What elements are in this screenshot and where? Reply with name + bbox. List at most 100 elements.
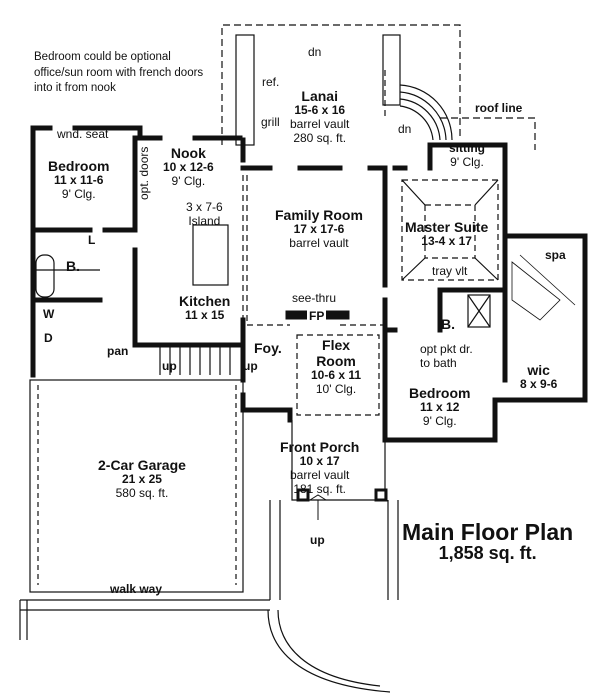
shower: [467, 294, 491, 328]
roof-line: [440, 117, 536, 150]
label-ref: ref.: [262, 75, 280, 89]
island-label: Island: [188, 213, 221, 228]
room-name: Flex: [322, 337, 351, 353]
room-size: 13-4 x 17: [421, 234, 472, 249]
room-area: 580 sq. ft.: [115, 485, 169, 500]
room-detail: 9' Clg.: [450, 154, 484, 169]
porch-walls: [269, 500, 399, 600]
room-name: Family Room: [275, 207, 363, 223]
room-name: 2-Car Garage: [98, 457, 186, 473]
room-nook: Nook 10 x 12-6 9' Clg.: [163, 145, 214, 189]
label-dn-stair: dn: [398, 122, 412, 136]
room-bedroom-left: Bedroom 11 x 11-6 9' Clg.: [48, 158, 109, 202]
label-pantry: pan: [107, 344, 129, 358]
label-bath-left: B.: [66, 258, 80, 274]
column: [382, 34, 401, 106]
flex-ceiling: [296, 334, 380, 416]
room-name: Master Suite: [405, 219, 489, 235]
room-size: 11 x 12: [420, 400, 460, 415]
room-size: 17 x 17-6: [293, 222, 345, 237]
room-size: 11 x 15: [184, 308, 225, 323]
bath-lines: [34, 269, 100, 301]
label-tray-vault: tray vlt: [432, 264, 468, 278]
label-fireplace: FP: [307, 309, 327, 324]
label-washer: W: [43, 307, 55, 321]
room-name: Bedroom: [409, 385, 471, 401]
label-opt-doors: opt. doors: [137, 146, 151, 200]
label-up-foyer: up: [243, 359, 258, 373]
lanai-outline: [221, 24, 461, 145]
note-pocket-door: opt pkt dr. to bath: [420, 342, 473, 371]
island-size: 3 x 7-6: [186, 200, 223, 214]
room-size: 10 x 12-6: [163, 160, 214, 175]
room-wic: wic 8 x 9-6: [520, 362, 557, 392]
room-lanai: Lanai 15-6 x 16 barrel vault 280 sq. ft.: [290, 88, 349, 145]
porch-column: [374, 488, 388, 502]
label-see-thru: see-thru: [292, 291, 337, 305]
note-line: opt pkt dr.: [420, 342, 473, 356]
label-foyer: Foy.: [254, 340, 282, 356]
room-name: Front Porch: [280, 439, 360, 455]
up-arrow-icon: [309, 494, 327, 520]
room-flex: Flex Room 10-6 x 11 10' Clg.: [311, 337, 361, 397]
label-linen: L: [88, 233, 96, 247]
room-master-suite: Master Suite 13-4 x 17: [405, 219, 488, 249]
label-up-porch: up: [310, 533, 325, 547]
label-walk-way: walk way: [110, 582, 163, 596]
room-name: Room: [316, 353, 356, 370]
label-dryer: D: [44, 331, 53, 345]
walkway-curve: [267, 609, 391, 693]
bathtub: [35, 254, 55, 298]
island-shape: [192, 224, 229, 286]
porch-outline: [291, 420, 386, 501]
room-name: Bedroom: [48, 158, 110, 174]
room-size: 10 x 17: [299, 454, 340, 469]
label-bath-right: B.: [441, 316, 455, 332]
room-name: Lanai: [301, 88, 338, 104]
label-roof-line: roof line: [475, 101, 523, 115]
room-name: Nook: [170, 145, 206, 161]
curved-stairs: [399, 84, 453, 141]
room-name: wic: [527, 362, 550, 378]
room-detail: 9' Clg.: [171, 173, 206, 188]
room-detail: 9' Clg.: [422, 413, 457, 428]
room-detail: barrel vault: [290, 116, 350, 131]
room-sitting: sitting 9' Clg.: [449, 141, 485, 170]
room-name: Kitchen: [179, 293, 231, 309]
column: [235, 34, 255, 146]
room-size: 15-6 x 16: [294, 103, 346, 118]
room-detail: 10' Clg.: [315, 381, 357, 396]
room-area: 181 sq. ft.: [293, 481, 347, 496]
room-size: 21 x 25: [121, 472, 162, 487]
plan-title-area: 1,858 sq. ft.: [438, 543, 537, 564]
room-family: Family Room 17 x 17-6 barrel vault: [275, 207, 363, 251]
label-window-seat: wnd. seat: [57, 127, 109, 141]
label-up-stair: up: [162, 359, 177, 373]
porch-column: [296, 488, 310, 502]
room-name: sitting: [449, 141, 485, 155]
room-detail: 9' Clg.: [61, 186, 96, 201]
label-dn: dn: [308, 45, 322, 59]
label-grill: grill: [261, 115, 280, 129]
plan-title: Main Floor Plan 1,858 sq. ft.: [402, 520, 573, 563]
shower-cross: [467, 294, 491, 328]
garage-dashed: [37, 385, 237, 585]
room-size: 8 x 9-6: [520, 377, 558, 392]
walls: [30, 125, 588, 502]
room-detail: barrel vault: [289, 467, 350, 482]
family-dashed: [242, 175, 385, 326]
room-size: 11 x 11-6: [54, 173, 104, 188]
design-note: Bedroom could be optional office/sun roo…: [34, 51, 204, 95]
room-garage: 2-Car Garage 21 x 25 580 sq. ft.: [98, 457, 186, 501]
room-detail: barrel vault: [289, 235, 349, 250]
room-kitchen: Kitchen 11 x 15: [179, 293, 230, 323]
note-line: to bath: [420, 355, 457, 370]
room-front-porch: Front Porch 10 x 17 barrel vault 181 sq.…: [280, 439, 359, 496]
room-bedroom-right: Bedroom 11 x 12 9' Clg.: [409, 385, 470, 429]
tray-ceiling-outer: [401, 179, 499, 281]
walkway: [19, 599, 270, 640]
tray-ceiling-inner: [424, 204, 476, 259]
label-spa: spa: [545, 248, 566, 262]
